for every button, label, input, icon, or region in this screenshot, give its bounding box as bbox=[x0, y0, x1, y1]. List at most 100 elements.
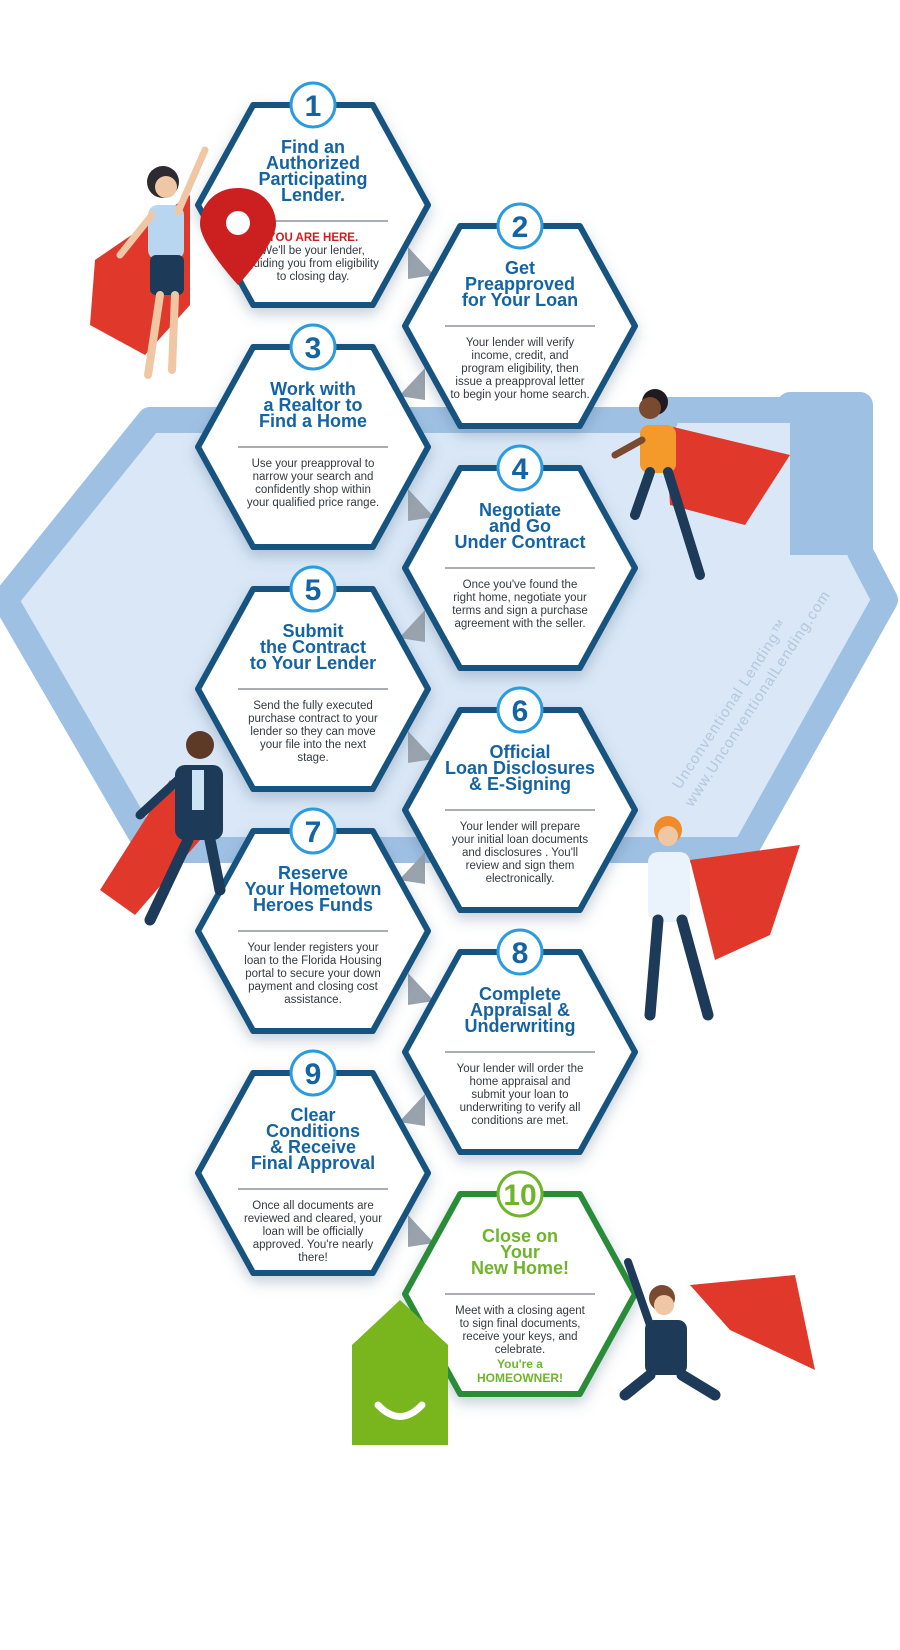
step-description-line: Once all documents are bbox=[252, 1200, 373, 1212]
step-title-line: Loan Disclosures bbox=[445, 758, 595, 778]
connector-arrow-icon bbox=[408, 1215, 434, 1247]
step-description-line: Your lender will order the bbox=[457, 1063, 584, 1075]
step-description-line: loan will be officially bbox=[263, 1226, 364, 1238]
step-number-badge bbox=[496, 928, 544, 976]
connector-arrow-icon bbox=[399, 610, 425, 642]
step-description-line: to sign final documents, bbox=[460, 1318, 581, 1330]
superhero-man-flying-icon bbox=[100, 731, 226, 926]
step-title-line: Get bbox=[505, 258, 535, 278]
house-logo-icon bbox=[352, 1300, 448, 1445]
step-description-line: conditions are met. bbox=[471, 1115, 568, 1127]
superhero-man-kneeling-icon bbox=[619, 1258, 815, 1401]
step-description-line: Your lender registers your bbox=[247, 942, 378, 954]
step-title-line: Heroes Funds bbox=[253, 895, 373, 915]
step-title-line: Final Approval bbox=[251, 1153, 375, 1173]
step-number: 6 bbox=[512, 695, 529, 728]
step-description-line: to begin your home search. bbox=[450, 389, 589, 401]
step-title-line: Participating bbox=[258, 169, 367, 189]
step-title-line: for Your Loan bbox=[462, 290, 578, 310]
connector-arrow-icon bbox=[399, 368, 425, 400]
step-title-line: & Receive bbox=[270, 1137, 356, 1157]
step-title-line: Close on bbox=[482, 1226, 558, 1246]
map-pin-icon bbox=[200, 188, 276, 285]
you-are-here-label: YOU ARE HERE. bbox=[268, 232, 358, 244]
step-description-line: and disclosures . You'll bbox=[462, 847, 578, 859]
step-title-line: Authorized bbox=[266, 153, 360, 173]
step-description-line: guiding you from eligibility bbox=[247, 258, 379, 270]
connector-arrow-icon bbox=[399, 1094, 425, 1126]
step-number-badge bbox=[289, 565, 337, 613]
step-title-line: & E-Signing bbox=[469, 774, 571, 794]
step-number: 7 bbox=[305, 816, 322, 849]
step-number-badge bbox=[496, 444, 544, 492]
step-description-line: reviewed and cleared, your bbox=[244, 1213, 382, 1225]
superhero-woman-standing-icon bbox=[644, 816, 800, 1021]
step-title-line: Submit bbox=[283, 621, 344, 641]
step-title-line: Under Contract bbox=[454, 532, 585, 552]
step-description-line: terms and sign a purchase bbox=[452, 605, 588, 617]
step-number-badge bbox=[496, 686, 544, 734]
step-description-line: We'll be your lender, bbox=[261, 245, 365, 257]
step-number: 5 bbox=[305, 574, 322, 607]
step-description-line: lender so they can move bbox=[250, 726, 375, 738]
step-title-line: Complete bbox=[479, 984, 561, 1004]
step-title-line: Work with bbox=[270, 379, 356, 399]
step-title-line: Find a Home bbox=[259, 411, 367, 431]
step-description-line: purchase contract to your bbox=[248, 713, 378, 725]
step-description-line: home appraisal and bbox=[469, 1076, 570, 1088]
step-description-line: Send the fully executed bbox=[253, 700, 373, 712]
step-title-line: Your Hometown bbox=[245, 879, 382, 899]
step-description-line: celebrate. bbox=[495, 1344, 546, 1356]
step-description-line: loan to the Florida Housing bbox=[244, 955, 381, 967]
step-description-line: your initial loan documents bbox=[452, 834, 588, 846]
step-number: 2 bbox=[512, 211, 529, 244]
connector-arrow-icon bbox=[399, 852, 425, 884]
step-description-line: payment and closing cost bbox=[248, 981, 379, 993]
connector-arrow-icon bbox=[408, 973, 434, 1005]
superhero-woman-running-icon bbox=[611, 389, 790, 580]
step-description-line: income, credit, and bbox=[471, 350, 568, 362]
step-title-line: Clear bbox=[290, 1105, 335, 1125]
step-hexagon bbox=[195, 1070, 431, 1276]
step-description-line: confidently shop within bbox=[255, 484, 371, 496]
step-title-line: Negotiate bbox=[479, 500, 561, 520]
step-number: 3 bbox=[305, 332, 322, 365]
step-description-line: review and sign them bbox=[466, 860, 575, 872]
connector-arrow-icon bbox=[408, 731, 434, 763]
step-description-line: Your lender will prepare bbox=[460, 821, 580, 833]
step-description-line: your qualified price range. bbox=[247, 497, 379, 509]
step-description-line: Meet with a closing agent bbox=[455, 1305, 586, 1317]
step-description-line: underwriting to verify all bbox=[460, 1102, 581, 1114]
homeowner-highlight-line: HOMEOWNER! bbox=[477, 1371, 563, 1385]
step-description-line: to closing day. bbox=[277, 271, 350, 283]
step-title-line: a Realtor to bbox=[263, 395, 362, 415]
step-description-line: there! bbox=[298, 1252, 327, 1264]
step-title-line: Your bbox=[500, 1242, 540, 1262]
step-title-line: Official bbox=[489, 742, 550, 762]
step-number: 8 bbox=[512, 937, 529, 970]
step-number: 10 bbox=[503, 1179, 536, 1212]
step-number-badge bbox=[496, 202, 544, 250]
step-title-line: Appraisal & bbox=[470, 1000, 570, 1020]
step-description-line: electronically. bbox=[486, 873, 555, 885]
step-description-line: right home, negotiate your bbox=[453, 592, 587, 604]
step-description-line: program eligibility, then bbox=[461, 363, 578, 375]
step-description-line: stage. bbox=[297, 752, 328, 764]
step-description-line: issue a preapproval letter bbox=[455, 376, 584, 388]
step-number: 4 bbox=[512, 453, 529, 486]
step-title-line: and Go bbox=[489, 516, 551, 536]
step-title-line: Conditions bbox=[266, 1121, 360, 1141]
step-title-line: the Contract bbox=[260, 637, 366, 657]
step-number-badge bbox=[289, 1049, 337, 1097]
superhero-woman-flying-icon bbox=[90, 146, 209, 379]
step-description-line: approved. You're nearly bbox=[253, 1239, 374, 1251]
step-description-line: your file into the next bbox=[260, 739, 367, 751]
